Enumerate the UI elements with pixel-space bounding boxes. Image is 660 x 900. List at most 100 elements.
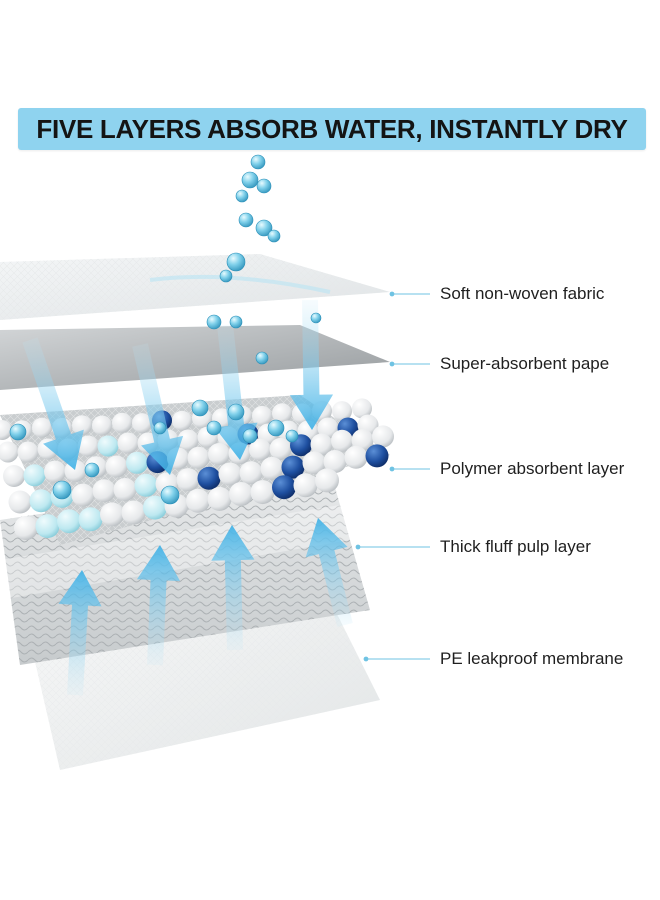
- label-nonwoven-fabric: Soft non-woven fabric: [440, 284, 605, 303]
- polymer-bead: [177, 429, 199, 451]
- leader-line: [389, 361, 430, 367]
- water-drop-icon: [191, 399, 209, 417]
- polymer-bead: [92, 415, 112, 436]
- water-drop-icon: [9, 423, 27, 441]
- water-drop-icon: [238, 212, 254, 228]
- arrow-up-icon: [305, 518, 353, 627]
- polymer-bead: [0, 420, 12, 440]
- polymer-bead: [249, 438, 271, 461]
- polymer-bead: [176, 468, 200, 492]
- water-drop-icon: [206, 420, 222, 436]
- polymer-bead: [197, 466, 221, 490]
- water-drop-icon: [256, 178, 272, 194]
- polymer-bead: [0, 441, 19, 463]
- polymer-bead: [14, 516, 38, 540]
- polymer-bead: [97, 435, 119, 457]
- polymer-bead: [35, 514, 60, 539]
- polymer-bead: [281, 455, 305, 479]
- water-drop-icon: [226, 252, 246, 272]
- polymer-bead: [372, 425, 394, 448]
- polymer-bead: [229, 482, 253, 506]
- polymer-bead: [315, 468, 339, 493]
- polymer-bead: [132, 413, 152, 434]
- polymer-bead: [331, 429, 353, 452]
- label-absorbent-paper: Super-absorbent pape: [440, 354, 610, 373]
- arrow-up-icon: [211, 525, 255, 651]
- polymer-bead: [92, 479, 116, 503]
- polymer-bead: [208, 443, 230, 465]
- polymer-bead: [260, 456, 284, 480]
- polymer-bead: [29, 489, 53, 513]
- polymer-bead: [113, 478, 137, 501]
- water-drop-icon: [255, 351, 269, 365]
- water-drop-icon: [285, 429, 299, 443]
- leader-line: [355, 544, 430, 550]
- water-drop-icon: [250, 154, 266, 170]
- polymer-bead: [344, 445, 368, 469]
- polymer-bead: [44, 460, 66, 483]
- polymer-bead: [17, 441, 39, 463]
- water-drop-icon: [219, 269, 233, 283]
- polymer-bead: [269, 437, 292, 460]
- water-drop-icon: [310, 312, 322, 324]
- polymer-bead: [239, 461, 263, 485]
- water-drop-icon: [160, 485, 180, 505]
- polymer-bead: [302, 451, 326, 475]
- water-drop-icon: [227, 403, 245, 421]
- polymer-bead: [252, 405, 272, 426]
- water-drop-icon: [242, 428, 258, 444]
- arrow-up-icon: [58, 570, 102, 696]
- polymer-bead: [272, 475, 296, 500]
- polymer-bead: [77, 435, 99, 457]
- polymer-bead: [172, 410, 192, 431]
- polymer-bead: [207, 486, 232, 511]
- label-fluff-pulp: Thick fluff pulp layer: [440, 537, 591, 556]
- polymer-bead: [323, 450, 347, 473]
- polymer-bead: [143, 495, 167, 520]
- polymer-bead: [23, 464, 46, 487]
- polymer-bead: [134, 473, 158, 497]
- water-drop-icon: [267, 419, 285, 437]
- water-drop-icon: [241, 171, 259, 189]
- leader-line: [389, 291, 430, 297]
- polymer-bead: [126, 451, 148, 474]
- water-drop-icon: [229, 315, 243, 329]
- water-drop-icon: [267, 229, 281, 243]
- absorbent-paper-layer: [0, 325, 390, 390]
- polymer-bead: [100, 502, 124, 527]
- polymer-bead: [117, 432, 139, 454]
- polymer-bead: [365, 444, 389, 468]
- title-banner: FIVE LAYERS ABSORB WATER, INSTANTLY DRY: [18, 108, 646, 150]
- flow-arrows: [22, 299, 353, 696]
- polymer-bead: [112, 412, 132, 433]
- arrow-down-icon: [22, 337, 84, 470]
- arrow-up-icon: [136, 545, 181, 666]
- polymer-bead: [71, 483, 95, 507]
- water-drop-icon: [153, 421, 167, 435]
- label-pe-membrane: PE leakproof membrane: [440, 649, 624, 668]
- leader-line: [363, 656, 430, 662]
- polymer-bead: [8, 490, 32, 514]
- water-drop-icon: [52, 480, 72, 500]
- polymer-bead: [218, 462, 242, 486]
- polymer-bead: [57, 509, 81, 534]
- polymer-bead: [78, 507, 103, 532]
- arrow-down-icon: [132, 343, 184, 475]
- polymer-bead: [187, 446, 210, 469]
- water-drop-icon: [206, 314, 222, 330]
- water-drop-icon: [235, 189, 249, 203]
- polymer-bead: [272, 403, 292, 424]
- nonwoven-fabric-layer: [0, 254, 390, 320]
- polymer-bead: [3, 465, 25, 487]
- arrow-down-icon: [289, 299, 334, 430]
- polymer-bead: [352, 398, 372, 419]
- leader-lines: [355, 291, 430, 662]
- arrow-down-icon: [214, 324, 258, 460]
- label-polymer-layer: Polymer absorbent layer: [440, 459, 625, 478]
- polymer-bead: [105, 455, 128, 478]
- polymer-bead: [317, 417, 339, 439]
- polymer-bead: [351, 429, 374, 452]
- water-drop-icon: [84, 462, 100, 478]
- polymer-bead: [186, 488, 210, 513]
